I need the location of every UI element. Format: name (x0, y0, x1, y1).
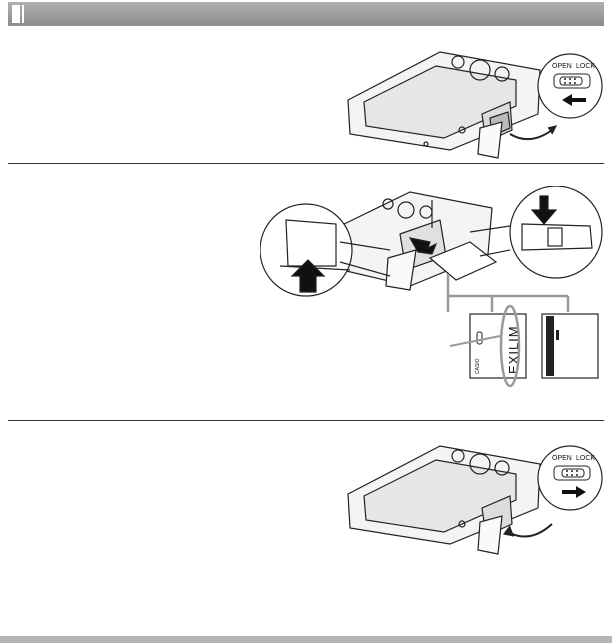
open-lock-switch-closed: OPEN LOCK (538, 446, 602, 510)
section-header-bar (8, 2, 604, 26)
switch-open-label-2: OPEN (552, 455, 572, 462)
switch-lock-label: LOCK (576, 63, 595, 70)
switch-lock-label-2: LOCK (576, 455, 595, 462)
header-tab-marker-thin (22, 5, 24, 23)
section-divider-2 (8, 420, 604, 421)
battery-back-view (542, 314, 598, 378)
footer-bar (0, 636, 612, 643)
step3-close-cover-illustration: OPEN LOCK (340, 434, 604, 558)
step2-insert-battery-illustration: CASIO EXILIM (260, 186, 610, 398)
step1-open-cover-illustration: OPEN LOCK (340, 42, 604, 160)
switch-open-label: OPEN (552, 63, 572, 70)
header-tab-marker (12, 5, 20, 23)
battery-maker-label: CASIO (475, 358, 481, 374)
section-divider-1 (8, 163, 604, 164)
open-lock-switch: OPEN LOCK (538, 54, 602, 118)
battery-front-view: CASIO EXILIM (450, 306, 526, 386)
